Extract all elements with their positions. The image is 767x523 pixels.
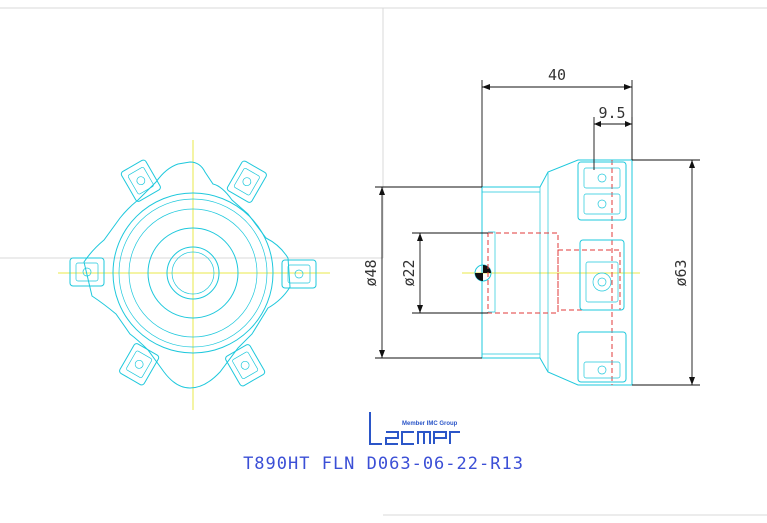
body-ring-2 (118, 198, 268, 348)
brand-logo: Member IMC Group (369, 412, 460, 445)
dimension-hub-diameter: ø48 (362, 186, 482, 359)
hub-ring (147, 227, 239, 319)
dimension-cutting-diameter: ø63 (632, 159, 700, 386)
panel-frame (0, 7, 767, 516)
body-ring-outer (112, 192, 274, 354)
insert-pocket-2 (226, 160, 267, 203)
side-insert-top (577, 161, 627, 221)
insert-depth-value: 9.5 (598, 104, 625, 122)
dimension-bore-diameter: ø22 (400, 232, 488, 314)
dimension-length: 40 (481, 66, 633, 187)
bore-ring (166, 246, 220, 300)
drawing-title: T890HT FLN D063-06-22-R13 (243, 454, 524, 474)
dimension-insert-depth: 9.5 (593, 104, 633, 170)
insert-pocket-1 (120, 159, 161, 202)
body-ring-3 (128, 208, 258, 338)
bore-hidden-lines (487, 232, 559, 314)
bore-inner-ring (171, 251, 215, 295)
side-insert-middle (579, 239, 625, 311)
cutter-body-outline (83, 161, 291, 389)
insert-pocket-5 (119, 343, 160, 386)
bore-diameter-value: ø22 (400, 259, 418, 286)
insert-pocket-4 (225, 344, 266, 387)
front-view (58, 140, 330, 410)
length-value: 40 (548, 66, 566, 84)
insert-pocket-6 (69, 257, 105, 287)
insert-pocket-3 (281, 259, 317, 289)
side-insert-bottom (577, 331, 627, 383)
side-view: 40 9.5 ø48 ø22 (362, 66, 700, 386)
brand-tagline: Member IMC Group (402, 421, 458, 427)
cutting-diameter-value: ø63 (672, 259, 690, 286)
hub-diameter-value: ø48 (362, 259, 380, 286)
